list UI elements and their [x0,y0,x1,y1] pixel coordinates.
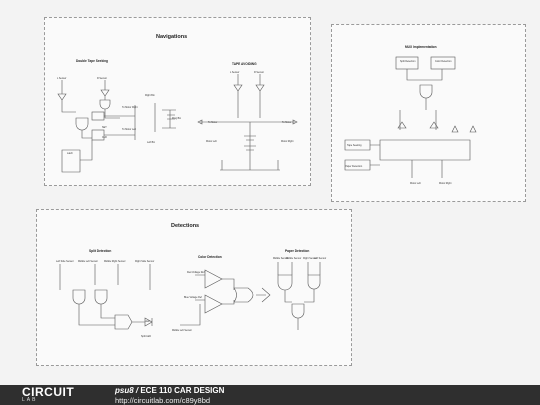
tape-avoiding-title: TAPE AVOIDING [232,62,257,66]
mux-label: Motor Left [410,182,421,185]
tape-avoiding-label: R Sensor [254,71,264,74]
paper-label: Right Sensor [303,257,317,260]
double-tape-label: Ring Bin [172,117,182,120]
mux-label: Split Detection [400,60,416,63]
tape-avoiding-label: L Sensor [230,71,240,74]
detections-panel [36,209,352,366]
circuitlab-logo-sub: LAB [22,397,38,403]
design-title: ECE 110 CAR DESIGN [140,386,225,395]
split-label: Split LED [141,335,151,338]
paper-label: Middle Sensor [286,257,302,260]
double-tape-label: To Motor Right [122,106,138,109]
mux-label: Motor Right [439,182,452,185]
design-heading: psu8 / ECE 110 CAR DESIGN [115,386,224,395]
tape-avoiding-label: To Motor [282,121,292,124]
double-tape-label: To Motor Left [122,128,136,131]
mux-label: Paper Detection [345,165,363,168]
double-tape-title: Double Tape Seeking [76,59,108,63]
paper-detection-title: Paper Detection [285,249,310,253]
tape-avoiding-label: Motor Left [206,140,217,143]
split-label: Middle Right Sensor [104,260,126,263]
double-tape-label: Right Bin [145,94,155,97]
title-separator: / [133,386,141,395]
detections-title: Detections [171,223,200,229]
tape-avoiding-label: Motor Right [281,140,294,143]
double-tape-label: R Sensor [97,77,107,80]
double-tape-label: SET [102,126,107,129]
schematic-wiring [57,56,477,330]
design-url-link[interactable]: http://circuitlab.com/c89y8bd [115,396,211,405]
paper-label: Left Sensor [314,257,327,260]
color-detection-title: Color Detection [198,255,222,259]
mux-panel [331,24,526,202]
split-detection-title: Split Detection [89,249,112,253]
paper-label: Middle Sensor [273,257,289,260]
split-label: Left Side Sensor [56,260,74,263]
circuitlab-logo: CIRCUIT [22,385,75,399]
split-label: Middle Left Sensor [78,260,98,263]
split-label: LED [145,320,150,323]
mux-label: Color Detection [435,60,452,63]
double-tape-label: Left Bin [147,141,156,144]
navigations-panel [44,17,311,186]
double-tape-label: CLR [102,136,107,139]
double-tape-label: L Sensor [57,77,67,80]
double-tape-label: Latch [67,152,73,155]
split-label: Right Side Sensor [135,260,155,263]
user-name[interactable]: psu8 [115,386,134,395]
mux-title: MUX Implementation [405,45,437,49]
navigations-title: Navigations [156,34,188,40]
color-label: Red Voltage Ref [187,271,205,274]
footer-bar: CIRCUIT LAB psu8 / ECE 110 CAR DESIGN ht… [0,385,540,405]
color-label: Middle Left Sensor [172,329,192,332]
schematic-canvas: Navigations Double Tape Seeking TAPE AVO… [36,17,526,366]
tape-avoiding-label: To Motor [208,121,218,124]
color-label: Blue Voltage Ref [184,296,202,299]
mux-label: Tape Seeking [347,144,362,147]
